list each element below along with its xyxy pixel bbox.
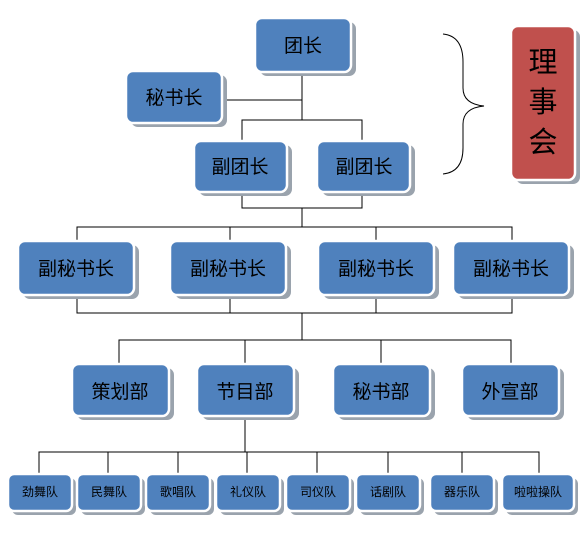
node-deputy-leader-1-label: 副团长 [211,156,268,178]
node-dept-publicity: 外宣部 [460,362,564,420]
node-deputy-secretary-3-label: 副秘书长 [338,258,414,280]
node-dept-program: 节目部 [195,362,299,420]
node-leader-label: 团长 [284,35,322,57]
connector-lines [38,33,540,476]
node-dept-program-label: 节目部 [216,381,273,403]
node-team-8: 啦啦操队 [500,472,578,515]
node-dept-publicity-label: 外宣部 [481,381,538,403]
board-of-directors: 理 事 会 [509,24,580,184]
node-secretary-general-label: 秘书长 [145,87,202,109]
node-team-1-label: 劲舞队 [22,484,58,499]
node-team-5-label: 司仪队 [300,484,336,499]
node-dept-planning: 策划部 [70,362,174,420]
node-deputy-leader-1: 副团长 [192,139,292,196]
node-team-5: 司仪队 [284,472,354,515]
node-deputy-secretary-4: 副秘书长 [451,239,574,299]
node-deputy-secretary-1: 副秘书长 [16,239,139,299]
board-char-3: 会 [528,125,557,159]
node-team-6: 话剧队 [354,472,424,515]
connector-teams-top [38,451,540,476]
node-deputy-secretary-3: 副秘书长 [316,239,439,299]
node-dept-secretariat-label: 秘书部 [352,381,409,403]
node-team-4: 礼仪队 [214,472,284,515]
node-team-1: 劲舞队 [6,472,76,515]
node-deputy-secretary-4-label: 副秘书长 [473,258,549,280]
board-brace [442,33,485,175]
connector-departments-top [118,339,512,366]
node-leader: 团长 [253,16,356,76]
node-deputy-secretary-2: 副秘书长 [168,239,291,299]
node-team-7: 器乐队 [428,472,498,515]
node-team-6-label: 话剧队 [370,484,406,499]
node-deputy-secretary-1-label: 副秘书长 [38,258,114,280]
node-team-2-label: 民舞队 [91,484,127,499]
node-team-3-label: 歌唱队 [160,484,196,499]
node-secretary-general: 秘书长 [124,69,227,127]
connector-deputy-secretaries-bottom [76,298,513,314]
board-char-2: 事 [528,85,557,119]
connector-deputy-leaders-top [241,119,363,143]
node-team-2: 民舞队 [75,472,145,515]
node-deputy-leader-2-label: 副团长 [335,156,392,178]
node-team-3: 歌唱队 [144,472,214,515]
node-team-4-label: 礼仪队 [230,484,266,499]
board-char-1: 理 [528,45,557,79]
node-dept-secretariat: 秘书部 [331,362,435,420]
node-deputy-leader-2: 副团长 [315,139,415,196]
node-deputy-secretary-2-label: 副秘书长 [190,258,266,280]
node-team-7-label: 器乐队 [444,484,480,499]
node-team-8-label: 啦啦操队 [514,484,562,499]
node-dept-planning-label: 策划部 [91,381,148,403]
connector-deputy-secretaries-top [76,226,513,243]
